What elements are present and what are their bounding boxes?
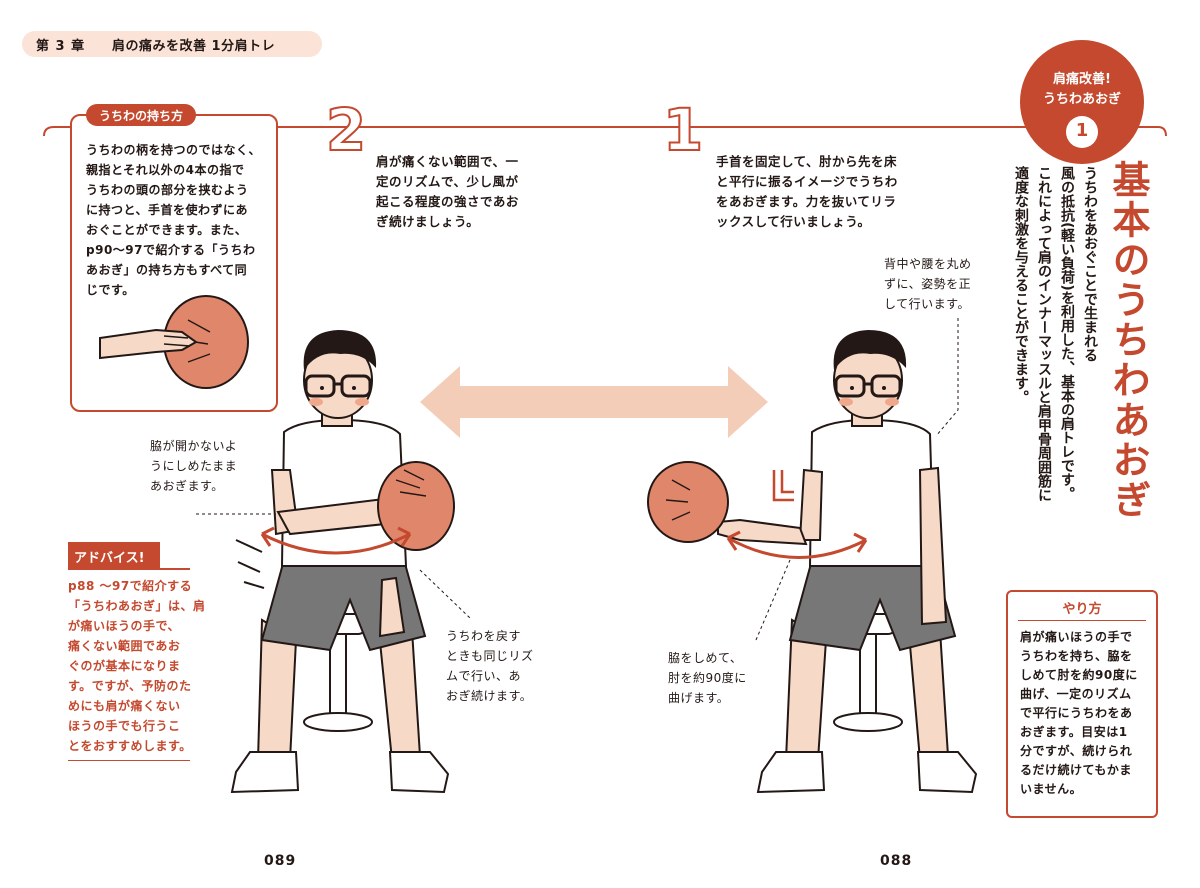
intro-line-3: これによって肩のインナーマッスルと肩甲骨周囲筋に bbox=[1036, 166, 1052, 502]
note-return: うちわを戻す ときも同じリズ ムで行い、あ おぎ続けます。 bbox=[446, 629, 534, 703]
figure-right bbox=[647, 318, 978, 794]
howto-text: 肩が痛いほうの手で うちわを持ち、脇を しめて肘を約90度に 曲げ、一定のリズム… bbox=[1020, 630, 1138, 796]
page-number-left: 089 bbox=[264, 853, 297, 869]
badge-number: 1 bbox=[1075, 120, 1089, 141]
double-arrow bbox=[420, 366, 768, 438]
intro-line-4: 適度な刺激を与えることができます。 bbox=[1013, 166, 1029, 404]
chapter-label: 第 3 章 bbox=[36, 39, 86, 54]
note-posture: 背中や腰を丸め ずに、姿勢を正 して行います。 bbox=[884, 257, 972, 311]
figure-left bbox=[196, 330, 471, 794]
chapter-header bbox=[22, 31, 322, 57]
note-elbow: 脇をしめて、 肘を約90度に 曲げます。 bbox=[668, 651, 747, 705]
step2-text: 肩が痛くない範囲で、一 定のリズムで、少し風が 起こる程度の強さであお ぎ続けま… bbox=[376, 154, 519, 229]
holding-fan-illustration bbox=[99, 295, 249, 389]
advice-rule-bottom bbox=[68, 760, 190, 761]
holding-text: うちわの柄を持つのではなく、 親指とそれ以外の4本の指で うちわの頭の部分を挟む… bbox=[86, 143, 262, 297]
chapter-title: 肩の痛みを改善 1分肩トレ bbox=[112, 39, 276, 54]
holding-title-badge bbox=[86, 104, 196, 126]
badge-line2: うちわあおぎ bbox=[1042, 92, 1121, 107]
top-rule-line bbox=[43, 126, 1167, 137]
step1-number-outline: 1 bbox=[663, 96, 703, 164]
page-number-right: 088 bbox=[880, 853, 913, 869]
step2-number-outline: 2 bbox=[326, 96, 366, 164]
howto-rule bbox=[1018, 620, 1146, 621]
step1-text: 手首を固定して、肘から先を床 と平行に振るイメージでうちわ をあおぎます。力を抜… bbox=[716, 154, 898, 229]
note-armpit: 脇が開かないよ うにしめたまま あおぎます。 bbox=[150, 439, 238, 493]
intro-line-2: 風の抵抗(軽い負荷)を利用した、基本の肩トレです。 bbox=[1059, 166, 1075, 501]
main-title: 基本のうちわあおぎ bbox=[1106, 160, 1150, 520]
advice-rule-top bbox=[68, 568, 190, 570]
howto-title: やり方 bbox=[1062, 602, 1102, 617]
intro-line-1: うちわをあおぐことで生まれる bbox=[1082, 166, 1098, 362]
advice-title: アドバイス! bbox=[74, 551, 145, 566]
advice-title-badge bbox=[68, 542, 160, 568]
badge-line1: 肩痛改善! bbox=[1053, 72, 1111, 87]
advice-text: p88 ～97で紹介する 「うちわあおぎ」は、肩 が痛いほうの手で、 痛くない範… bbox=[68, 579, 206, 753]
holding-title: うちわの持ち方 bbox=[98, 109, 183, 123]
howto-box bbox=[1006, 590, 1158, 818]
badge-number-circle bbox=[1066, 116, 1098, 148]
